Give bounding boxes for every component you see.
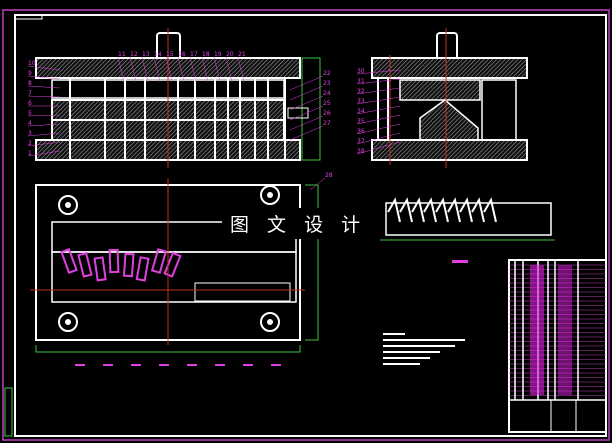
svg-text:16: 16 [178, 51, 186, 58]
svg-text:31: 31 [357, 78, 365, 85]
part-label: 30 [356, 68, 401, 75]
svg-text:36: 36 [357, 128, 365, 135]
scale-bar [4, 387, 13, 437]
svg-text:26: 26 [323, 110, 331, 117]
part-label: 6 [28, 100, 60, 107]
part-label: 9 [27, 70, 61, 80]
svg-text:25: 25 [323, 100, 331, 107]
title-block [508, 259, 607, 433]
svg-text:23: 23 [323, 80, 331, 87]
svg-text:24: 24 [323, 90, 331, 97]
part-label: 14 [153, 51, 162, 83]
watermark: 图 文 设 计 [222, 208, 375, 239]
part-label: 4 [27, 120, 61, 127]
part-label: 32 [356, 87, 401, 95]
svg-text:32: 32 [357, 88, 365, 95]
part-label: 28 [309, 172, 333, 191]
part-label: 7 [27, 90, 61, 98]
part-label: 26 [289, 110, 331, 131]
svg-text:15: 15 [166, 51, 174, 58]
side-view [371, 28, 528, 168]
part-label: 27 [289, 120, 331, 141]
part-label: 25 [289, 100, 331, 121]
part-label: 31 [356, 78, 401, 85]
svg-text:3: 3 [28, 130, 32, 137]
part-label: 18 [201, 51, 210, 83]
svg-text:34: 34 [357, 108, 365, 115]
part-label: 24 [289, 90, 331, 111]
svg-text:38: 38 [357, 148, 365, 155]
svg-text:37: 37 [357, 138, 365, 145]
part-label: 35 [356, 114, 401, 125]
svg-text:4: 4 [28, 120, 32, 127]
part-label: 33 [356, 96, 401, 105]
svg-text:9: 9 [28, 70, 32, 77]
part-label: 11 [117, 51, 126, 83]
corner-tab [14, 14, 43, 20]
svg-text:22: 22 [323, 70, 331, 77]
part-label: 38 [356, 141, 401, 155]
svg-text:10: 10 [28, 60, 36, 67]
svg-text:21: 21 [238, 51, 246, 58]
svg-text:18: 18 [202, 51, 210, 58]
svg-text:19: 19 [214, 51, 222, 58]
part-label: 36 [356, 123, 401, 135]
part-label: 3 [27, 130, 61, 137]
strip-layout [380, 197, 555, 263]
part-label: 23 [289, 80, 331, 101]
svg-text:12: 12 [130, 51, 138, 58]
svg-text:33: 33 [357, 98, 365, 105]
part-label: 19 [213, 51, 222, 83]
svg-text:8: 8 [28, 80, 32, 87]
svg-text:27: 27 [323, 120, 331, 127]
part-label: 13 [141, 51, 150, 83]
part-label: 22 [289, 70, 331, 91]
svg-text:5: 5 [28, 110, 32, 117]
part-label: 5 [27, 110, 61, 117]
svg-text:28: 28 [325, 172, 333, 179]
front-view [35, 28, 321, 168]
outer-frame [2, 9, 610, 441]
svg-text:6: 6 [28, 100, 32, 107]
technical-notes [383, 333, 465, 365]
svg-text:35: 35 [357, 118, 365, 125]
part-label: 20 [225, 51, 234, 83]
svg-text:2: 2 [28, 140, 32, 147]
svg-text:30: 30 [357, 68, 365, 75]
part-label: 17 [189, 51, 198, 83]
part-label: 16 [177, 51, 186, 83]
svg-text:11: 11 [118, 51, 126, 58]
part-label: 1 [27, 150, 61, 157]
part-label: 2 [27, 140, 61, 147]
svg-text:20: 20 [226, 51, 234, 58]
part-label: 8 [27, 80, 61, 89]
part-label: 34 [356, 105, 401, 115]
svg-text:1: 1 [28, 150, 32, 157]
inner-frame [14, 14, 607, 437]
svg-text:7: 7 [28, 90, 32, 97]
plan-view [30, 178, 319, 366]
part-label: 37 [356, 132, 401, 145]
part-label: 12 [129, 51, 138, 83]
svg-text:17: 17 [190, 51, 198, 58]
part-label: 21 [237, 51, 246, 83]
part-label: 10 [27, 60, 61, 71]
part-label: 15 [165, 51, 174, 83]
svg-text:13: 13 [142, 51, 150, 58]
svg-text:14: 14 [154, 51, 162, 58]
